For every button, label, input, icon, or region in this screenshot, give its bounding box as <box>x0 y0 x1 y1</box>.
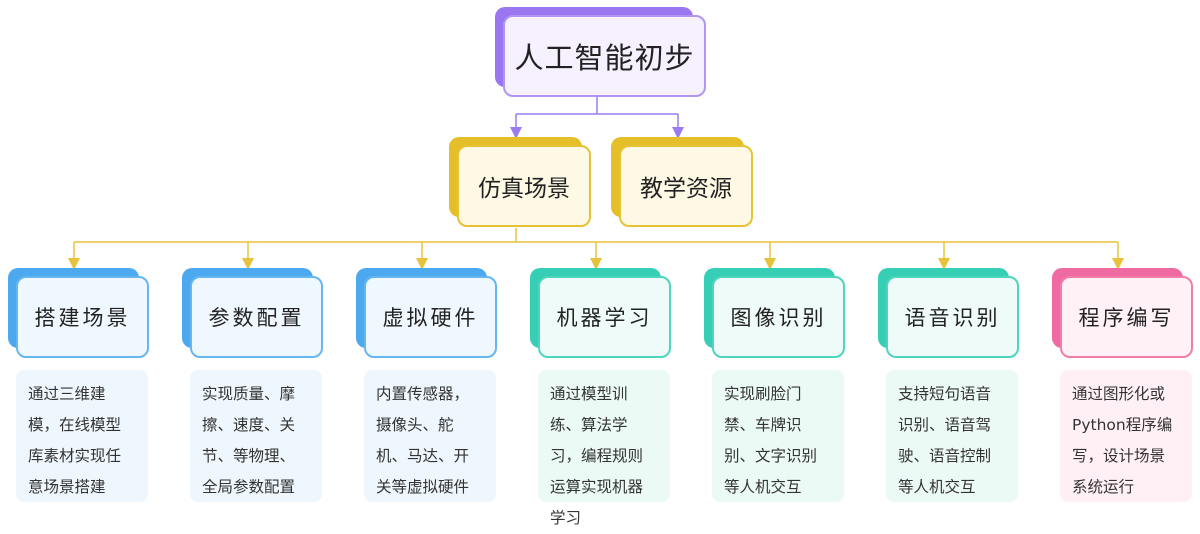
level2-connector <box>68 228 1124 270</box>
category-label: 虚拟硬件 <box>364 276 497 358</box>
root-node-label: 人工智能初步 <box>503 15 706 97</box>
description-parameter-config: 实现质量、摩擦、速度、关节、等物理、全局参数配置 <box>190 370 322 502</box>
category-label: 搭建场景 <box>16 276 149 358</box>
category-label: 语音识别 <box>886 276 1019 358</box>
node-label: 仿真场景 <box>457 145 591 227</box>
description-build-scene: 通过三维建模，在线模型库素材实现任意场景搭建 <box>16 370 148 502</box>
category-label: 图像识别 <box>712 276 845 358</box>
root-connector <box>510 97 684 139</box>
description-machine-learning: 通过模型训练、算法学习，编程规则运算实现机器学习 <box>538 370 670 527</box>
category-label: 机器学习 <box>538 276 671 358</box>
description-speech-recognition: 支持短句语音识别、语音驾驶、语音控制等人机交互 <box>886 370 1018 502</box>
description-programming: 通过图形化或Python程序编写，设计场景系统运行 <box>1060 370 1192 502</box>
description-image-recognition: 实现刷脸门禁、车牌识别、文字识别等人机交互 <box>712 370 844 502</box>
description-virtual-hardware: 内置传感器，摄像头、舵机、马达、开关等虚拟硬件 <box>364 370 496 502</box>
connector-lines <box>68 97 1124 270</box>
node-label: 教学资源 <box>619 145 753 227</box>
category-label: 参数配置 <box>190 276 323 358</box>
category-label: 程序编写 <box>1060 276 1193 358</box>
